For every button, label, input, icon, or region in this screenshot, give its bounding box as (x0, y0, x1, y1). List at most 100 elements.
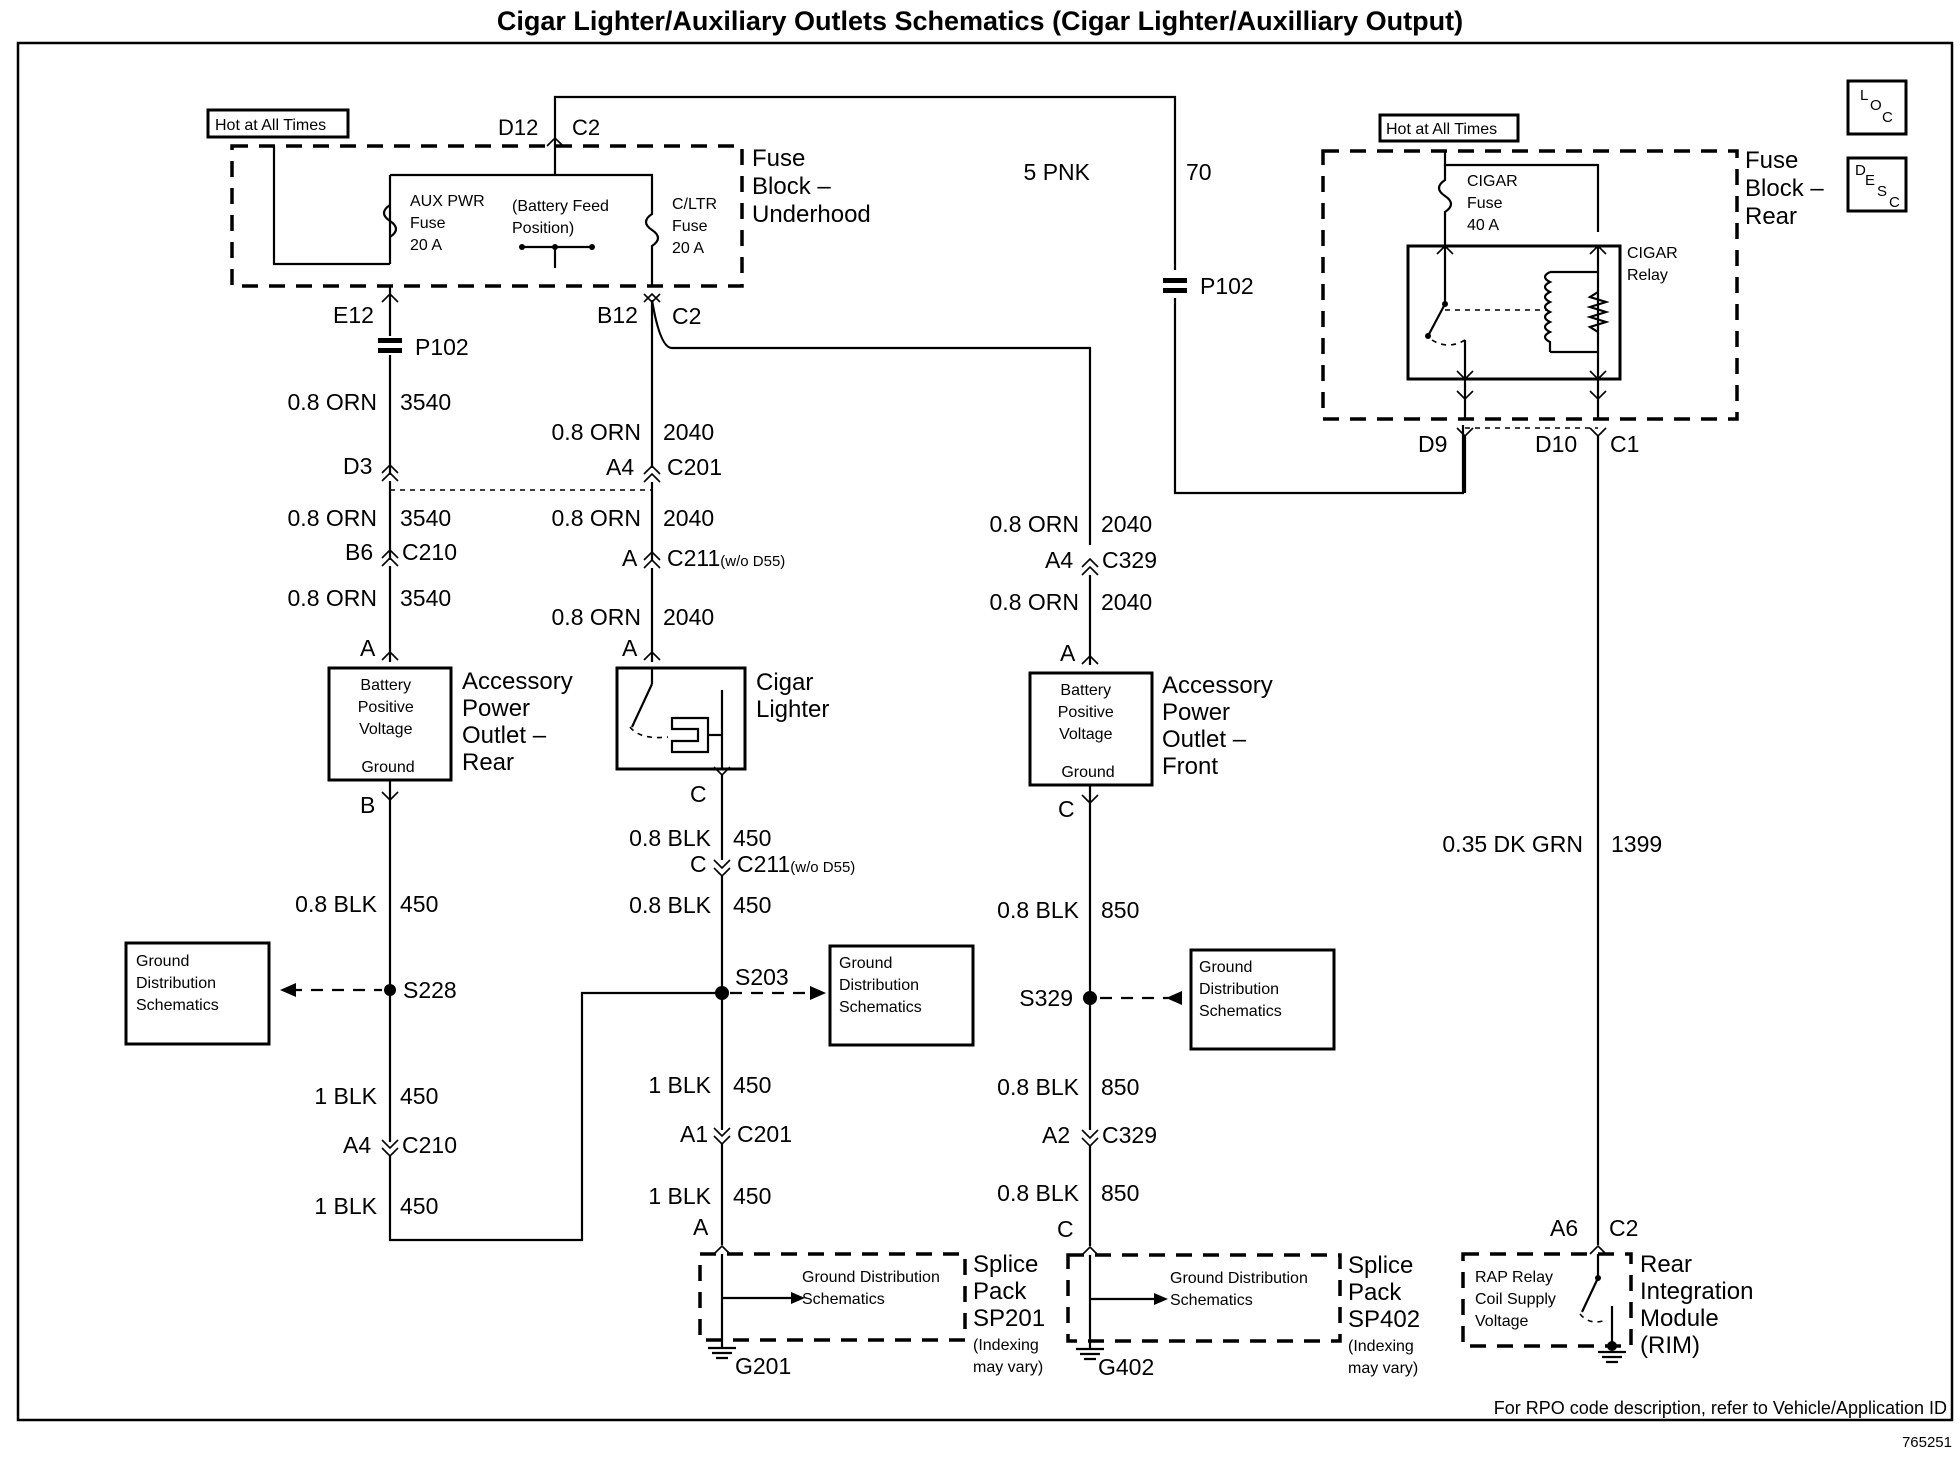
rim-switch-icon (1579, 1254, 1614, 1346)
rear-w3-gauge: 0.8 ORN (288, 585, 377, 611)
svg-text:AUX PWR Fuse 20 A: AUX PWR Fuse 20 A (410, 193, 489, 254)
rear-w2-gauge: 0.8 ORN (288, 505, 377, 531)
cigar-fuse-icon (1437, 165, 1453, 246)
front-w1-circuit: 2040 (1101, 511, 1152, 537)
conn-c329-lower: C329 (1102, 1122, 1157, 1148)
rim-pin-a6: A6 (1550, 1215, 1578, 1241)
conn-c210: C210 (402, 539, 457, 565)
cltr-fuse-label: C/LTR (672, 196, 717, 213)
rear-fuse-block: Hot at All Times CIGAR Fuse 40 A CIGAR R… (1321, 113, 1739, 421)
svg-text:Ground Distribution: Ground Distribution Schematics (136, 953, 220, 1014)
front-pin-a2: A2 (1042, 1122, 1070, 1148)
front-pin-a4: A4 (1045, 547, 1073, 573)
aux-pwr-fuse-icon (382, 204, 398, 238)
svg-text:Battery Positive V: Battery Positive Voltage Ground (358, 677, 418, 776)
underhood-hot-label: Hot at All Times (215, 117, 326, 134)
lighter-pin-c: C (690, 781, 707, 807)
svg-text:C/LTR Fuse 20 A: C/LTR Fuse 20 A (672, 196, 722, 257)
svg-text:(Battery Feed Position): (Battery Feed Position) (512, 198, 613, 237)
splice-s228: S228 (403, 977, 457, 1003)
svg-text:S: S (1877, 183, 1887, 200)
ground-distribution-ref-s329[interactable]: Ground Distribution Schematics (1189, 948, 1336, 1051)
rim-name: Rear (1640, 1251, 1692, 1278)
underhood-fuse-block: Hot at All Times AUX PWR Fuse 20 A (Batt… (206, 108, 871, 288)
accessory-outlet-front-name: Accessory (1162, 672, 1273, 699)
lighter-w6-circuit: 450 (733, 1072, 771, 1098)
pin-d3: D3 (343, 453, 372, 479)
pin-d12: D12 (498, 115, 538, 140)
front-w2-circuit: 2040 (1101, 589, 1152, 615)
arrow-left-icon-front (1166, 991, 1182, 1005)
pin-b12: B12 (597, 302, 638, 328)
pnk-circuit: 70 (1186, 159, 1212, 185)
front-w5-gauge: 0.8 BLK (997, 1180, 1079, 1206)
rim-box: RAP Relay Coil Supply Voltage (1461, 1252, 1633, 1364)
splice-pack-sp201: Ground Distribution Schematics (698, 1252, 967, 1360)
svg-text:Cigar Lighter: Cigar Lighter (756, 669, 829, 723)
svg-text:D: D (1855, 162, 1866, 179)
conn-c201-lower: C201 (737, 1121, 792, 1147)
conn-c211-lower: C211(w/o D55) (737, 851, 855, 877)
front-w5-circuit: 850 (1101, 1180, 1139, 1206)
lighter-w7-gauge: 1 BLK (648, 1183, 711, 1209)
cigar-lighter-element-icon (629, 668, 724, 769)
conn-c201: C201 (667, 454, 722, 480)
lighter-w2-gauge: 0.8 ORN (552, 505, 641, 531)
rear-w1-circuit: 3540 (400, 389, 451, 415)
lighter-w3-circuit: 2040 (663, 604, 714, 630)
front-pin-a: A (1060, 640, 1076, 666)
conn-c1: C1 (1610, 431, 1639, 457)
lighter-w4-circuit: 450 (733, 825, 771, 851)
splice-s329: S329 (1019, 985, 1073, 1011)
svg-text:O: O (1870, 97, 1882, 114)
rear-outlet-circuit (378, 286, 402, 662)
conn-c211: C211(w/o D55) (667, 545, 785, 571)
svg-text:Ground Distribution: Ground Distribution Schematics (839, 955, 923, 1016)
ground-g402: G402 (1098, 1354, 1154, 1380)
ground-g201-icon (708, 1340, 736, 1360)
doc-id: 765251 (1902, 1434, 1952, 1451)
pin-b6: B6 (345, 539, 373, 565)
conn-c2-top: C2 (572, 115, 600, 140)
conn-c2-bottom: C2 (672, 303, 701, 329)
lighter-w1-gauge: 0.8 ORN (552, 419, 641, 445)
svg-text:Fuse Block – Under: Fuse Block – Underhood (752, 145, 871, 228)
rear-w6-circuit: 450 (400, 1193, 438, 1219)
ground-distribution-ref-s228[interactable]: Ground Distribution Schematics (124, 941, 271, 1046)
splice-pack-sp402: Ground Distribution Schematics (1066, 1253, 1342, 1361)
aux-pwr-fuse-label: AUX PWR (410, 193, 485, 210)
relay-coil-icon (1543, 246, 1610, 379)
relay-switch-icon (1425, 246, 1548, 379)
loc-button[interactable]: LOC (1846, 79, 1908, 136)
front-w4-gauge: 0.8 BLK (997, 1074, 1079, 1100)
lighter-w3-gauge: 0.8 ORN (552, 604, 641, 630)
svg-text:Rear Integration Modul: Rear Integration Module (RIM) (1640, 1251, 1760, 1359)
p102-connector-right (1163, 278, 1187, 293)
conn-c329: C329 (1102, 547, 1157, 573)
ground-distribution-ref-s203[interactable]: Ground Distribution Schematics (828, 944, 975, 1047)
svg-text:C: C (1889, 194, 1900, 211)
rear-pin-b: B (360, 792, 375, 818)
lighter-w6-gauge: 1 BLK (648, 1072, 711, 1098)
svg-text:CIGAR Fuse 40 A: CIGAR Fuse 40 A (1467, 173, 1522, 234)
svg-text:Fuse Block – Rear: Fuse Block – Rear (1745, 147, 1830, 230)
rear-w4-circuit: 450 (400, 891, 438, 917)
splice-s329-icon (1083, 991, 1097, 1005)
splice-pack-sp201-ground-ref[interactable]: Ground Distribution Schematics (802, 1269, 944, 1308)
cigar-relay-label: CIGAR (1627, 245, 1678, 262)
battery-feed-label: (Battery Feed (512, 198, 609, 215)
cigar-relay-box (1406, 244, 1622, 381)
rear-block-name: Fuse (1745, 147, 1798, 174)
rear-pin-a: A (360, 635, 376, 661)
front-w3-gauge: 0.8 BLK (997, 897, 1079, 923)
svg-text:Accessory Power Outlet: Accessory Power Outlet – Rear (462, 668, 579, 776)
ground-g201: G201 (735, 1353, 791, 1379)
splice-pack-sp402-ground-ref[interactable]: Ground Distribution Schematics (1170, 1270, 1312, 1309)
cltr-fuse-icon (644, 196, 660, 286)
lighter-pin-a1: A1 (680, 1121, 708, 1147)
arrow-left-icon (280, 983, 296, 997)
p102-right: P102 (1200, 273, 1254, 299)
lighter-pin-a2: A (622, 635, 638, 661)
